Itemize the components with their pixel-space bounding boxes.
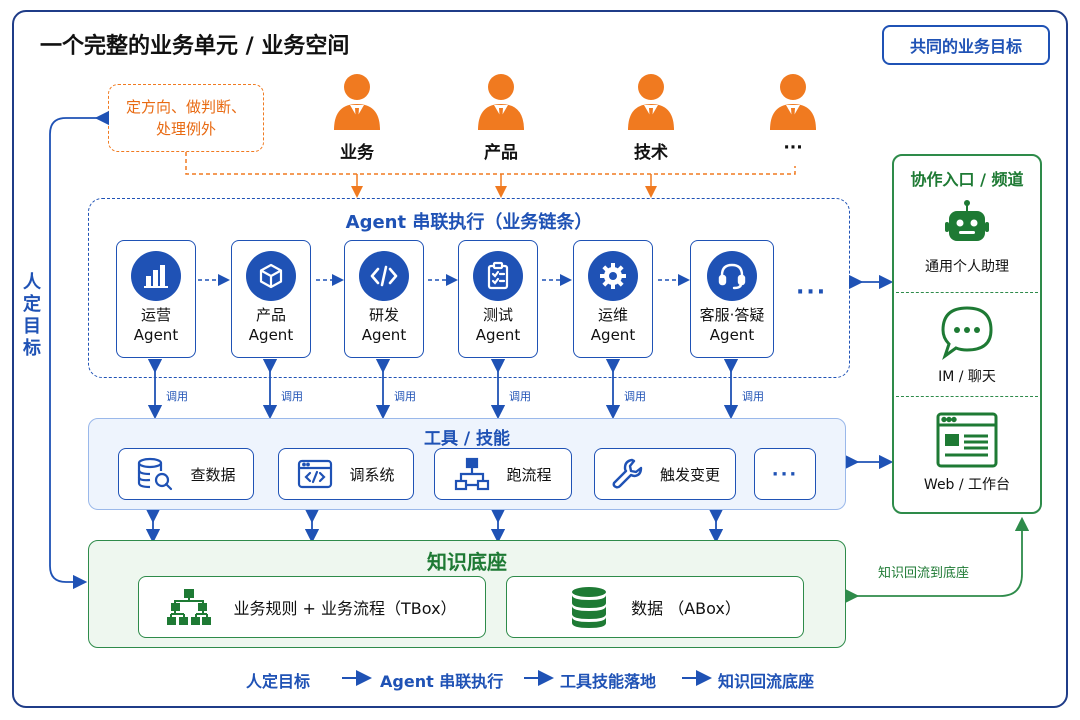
chat-bubble-icon	[941, 306, 993, 360]
channel-divider	[896, 396, 1038, 397]
tool-label: 触发变更	[659, 465, 720, 484]
tool-label: 调系统	[349, 465, 395, 484]
robot-icon	[945, 200, 989, 241]
channel-label: Web / 工作台	[923, 477, 1011, 493]
agent-name: 产品	[255, 306, 286, 324]
tool-trigger-change[interactable]: 触发变更	[594, 448, 736, 500]
agent-more: ···	[796, 280, 828, 305]
agent-card-support[interactable]: 客服·答疑 Agent	[690, 240, 774, 358]
agent-suffix: Agent	[248, 326, 294, 344]
role-tech: 技术	[616, 72, 686, 163]
role-label: 产品	[484, 143, 518, 163]
kb-label: 业务规则 + 业务流程（TBox）	[233, 599, 457, 618]
call-label: 调用	[742, 390, 764, 403]
code-window-icon	[298, 459, 333, 489]
agent-card-ops-maint[interactable]: 运维 Agent	[573, 240, 653, 358]
agent-suffix: Agent	[361, 326, 407, 344]
person-icon	[334, 74, 380, 130]
agent-suffix: Agent	[709, 326, 755, 344]
role-label: 业务	[340, 143, 374, 163]
call-label: 调用	[166, 390, 188, 403]
decide-line-2: 处理例外	[155, 120, 216, 138]
person-icon	[478, 74, 524, 130]
role-label: 技术	[634, 143, 668, 163]
flow-step-3: 工具技能落地	[560, 672, 657, 691]
agent-suffix: Agent	[133, 326, 179, 344]
agent-name: 测试	[482, 306, 513, 324]
knowledge-base-title: 知识底座	[427, 550, 507, 574]
clipboard-check-icon	[473, 251, 523, 301]
agent-chain-title: Agent 串联执行（业务链条）	[345, 212, 593, 233]
person-icon	[770, 74, 816, 130]
database-icon	[572, 587, 607, 628]
agent-suffix: Agent	[475, 326, 521, 344]
role-more: ···	[758, 72, 828, 158]
tool-query-data[interactable]: 查数据	[118, 448, 254, 500]
flow-step-1: 人定目标	[246, 672, 311, 691]
agent-name: 运维	[597, 306, 628, 324]
decide-box: 定方向、做判断、 处理例外	[108, 84, 264, 152]
person-icon	[628, 74, 674, 130]
wrench-icon	[612, 458, 643, 489]
left-goal-label: 人 定 目 标	[22, 272, 42, 360]
bar-chart-icon	[131, 251, 181, 301]
channel-im[interactable]: IM / 聊天	[892, 304, 1042, 386]
agent-name: 客服·答疑	[699, 306, 765, 324]
call-label: 调用	[509, 390, 531, 403]
kb-data[interactable]: 数据 （ABox）	[506, 576, 804, 638]
channel-web[interactable]: Web / 工作台	[892, 412, 1042, 494]
agent-card-ops[interactable]: 运营 Agent	[116, 240, 196, 358]
flow-step-4: 知识回流底座	[718, 672, 815, 691]
agent-chain-zone	[88, 198, 850, 378]
flowchart-icon	[455, 457, 490, 491]
call-label: 调用	[624, 390, 646, 403]
tool-label: 查数据	[190, 465, 236, 484]
common-goal-box: 共同的业务目标	[882, 25, 1050, 65]
tool-more-dots: ···	[771, 463, 799, 485]
channel-label: 通用个人助理	[925, 259, 1009, 275]
tool-run-flow[interactable]: 跑流程	[434, 448, 572, 500]
role-business: 业务	[322, 72, 392, 163]
tool-label: 跑流程	[506, 465, 552, 484]
agent-card-test[interactable]: 测试 Agent	[458, 240, 538, 358]
cube-icon	[246, 251, 296, 301]
agent-name: 研发	[368, 306, 399, 324]
browser-window-icon	[936, 412, 998, 468]
goal-char: 人	[23, 272, 41, 293]
call-label: 调用	[281, 390, 303, 403]
role-product: 产品	[466, 72, 536, 163]
goal-char: 定	[23, 294, 41, 315]
channel-divider	[896, 292, 1038, 293]
decide-line-1: 定方向、做判断、	[125, 98, 246, 116]
outer-frame	[12, 10, 1068, 708]
channel-assistant[interactable]: 通用个人助理	[892, 198, 1042, 276]
agent-name: 运营	[140, 306, 171, 324]
kb-rules-flows[interactable]: 业务规则 + 业务流程（TBox）	[138, 576, 486, 638]
channel-panel-title: 协作入口 / 频道	[910, 170, 1024, 189]
call-label: 调用	[394, 390, 416, 403]
role-label: ···	[783, 138, 803, 158]
headset-icon	[707, 251, 757, 301]
code-icon	[359, 251, 409, 301]
tool-more[interactable]: ···	[754, 448, 816, 500]
gear-icon	[588, 251, 638, 301]
page-title: 一个完整的业务单元 / 业务空间	[40, 34, 350, 59]
return-label: 知识回流到底座	[878, 566, 970, 581]
channel-label: IM / 聊天	[938, 369, 996, 385]
database-search-icon	[138, 457, 173, 491]
agent-card-dev[interactable]: 研发 Agent	[344, 240, 424, 358]
tools-title: 工具 / 技能	[423, 429, 511, 449]
hierarchy-icon	[167, 589, 212, 625]
goal-char: 标	[23, 338, 41, 359]
kb-label: 数据 （ABox）	[631, 599, 741, 618]
goal-char: 目	[23, 316, 41, 337]
flow-step-2: Agent 串联执行	[380, 672, 504, 691]
agent-card-product[interactable]: 产品 Agent	[231, 240, 311, 358]
tool-call-system[interactable]: 调系统	[278, 448, 414, 500]
agent-suffix: Agent	[590, 326, 636, 344]
